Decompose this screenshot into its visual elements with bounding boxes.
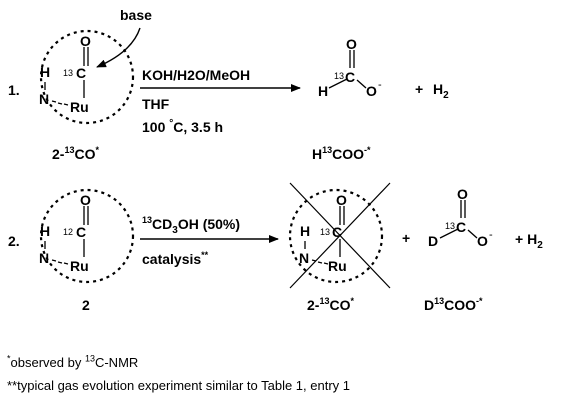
reaction-1-number: 1. [8, 82, 20, 98]
r1-n-atom: N [39, 91, 49, 107]
r1-formate-hc-bond [328, 78, 348, 89]
r2-n-ru-hash-bond [51, 259, 69, 265]
r1-formate-o-top: O [346, 36, 357, 52]
reaction-1-complex: H N Ru 13 C O [39, 29, 135, 125]
reaction-2-number: 2. [8, 233, 20, 249]
dashed-circle-2 [39, 188, 135, 284]
r2p-ru-atom: Ru [328, 258, 347, 274]
r2-h-atom: H [40, 223, 50, 239]
r1-solvent: THF [142, 96, 170, 112]
r2-formate-co-single [467, 229, 478, 239]
dashed-circle-3 [288, 188, 384, 284]
r1-ru-atom: Ru [70, 99, 89, 115]
r1-reagents: KOH/H2O/MeOH [142, 67, 250, 83]
r1-h-atom: H [40, 64, 50, 80]
r2-formate-d: D [428, 233, 438, 249]
r1-h2: H2 [433, 81, 449, 101]
r2p-n-atom: N [299, 250, 309, 266]
base-attack-arrow [96, 27, 141, 68]
r2-c-atom: C [76, 224, 86, 240]
footnote-1: *observed by 13C-NMR [7, 353, 139, 370]
r1-c-atom: C [76, 65, 86, 81]
r1-formate-o-minus: O [366, 83, 377, 99]
r2-crossed-complex: H N Ru 13 C O [288, 182, 391, 289]
r2-formate-dc-bond [439, 228, 459, 239]
label-h13coo: H13COO-* [312, 145, 371, 162]
r2-c-isotope: 12 [63, 227, 73, 237]
r2-plus-1: + [402, 230, 410, 246]
r2-o-atom: O [80, 192, 91, 208]
r2-formate-c-isotope: 13 [445, 221, 455, 231]
r1-formate-product: H 13 C O O - [318, 36, 382, 99]
r1-c-isotope: 13 [63, 68, 73, 78]
reaction-2-complex: H N Ru 12 C O [39, 188, 135, 284]
r1-plus: + [415, 81, 423, 97]
r2-n-atom: N [39, 250, 49, 266]
r2-reagent: 13CD3OH (50%) [142, 215, 240, 236]
r2-formate-c: C [456, 219, 466, 235]
r2p-h-atom: H [300, 223, 310, 239]
r2-formate-o-minus: O [477, 233, 488, 249]
label-2-13co-top: 2-13CO* [52, 145, 99, 162]
footnote-2: **typical gas evolution experiment simil… [7, 378, 350, 393]
r1-formate-co-single [356, 79, 367, 89]
r1-temperature: 100 °C, 3.5 h [142, 118, 223, 135]
r2-ru-atom: Ru [70, 258, 89, 274]
r2-formate-o-top: O [457, 186, 468, 202]
r2-catalysis: catalysis** [142, 250, 209, 267]
r1-formate-charge: - [378, 79, 382, 91]
r1-formate-c-isotope: 13 [334, 71, 344, 81]
r1-o-atom: O [80, 33, 91, 49]
r2p-o-atom: O [336, 192, 347, 208]
r2p-c-isotope: 13 [320, 227, 330, 237]
r2-deuterated-formate: D 13 C O O - [428, 186, 493, 249]
base-label: base [120, 7, 152, 23]
label-d13coo: D13COO-* [424, 296, 483, 313]
r2-formate-charge: - [489, 229, 493, 241]
r1-formate-h: H [318, 83, 328, 99]
r1-formate-c: C [345, 69, 355, 85]
r1-n-ru-hash-bond [51, 100, 69, 106]
cross-line-b [289, 182, 391, 289]
dashed-circle-1 [39, 29, 135, 125]
label-2-13co-bottom: 2-13CO* [307, 296, 354, 313]
r2-plus-h2: + H2 [515, 231, 543, 251]
label-2: 2 [82, 297, 90, 313]
